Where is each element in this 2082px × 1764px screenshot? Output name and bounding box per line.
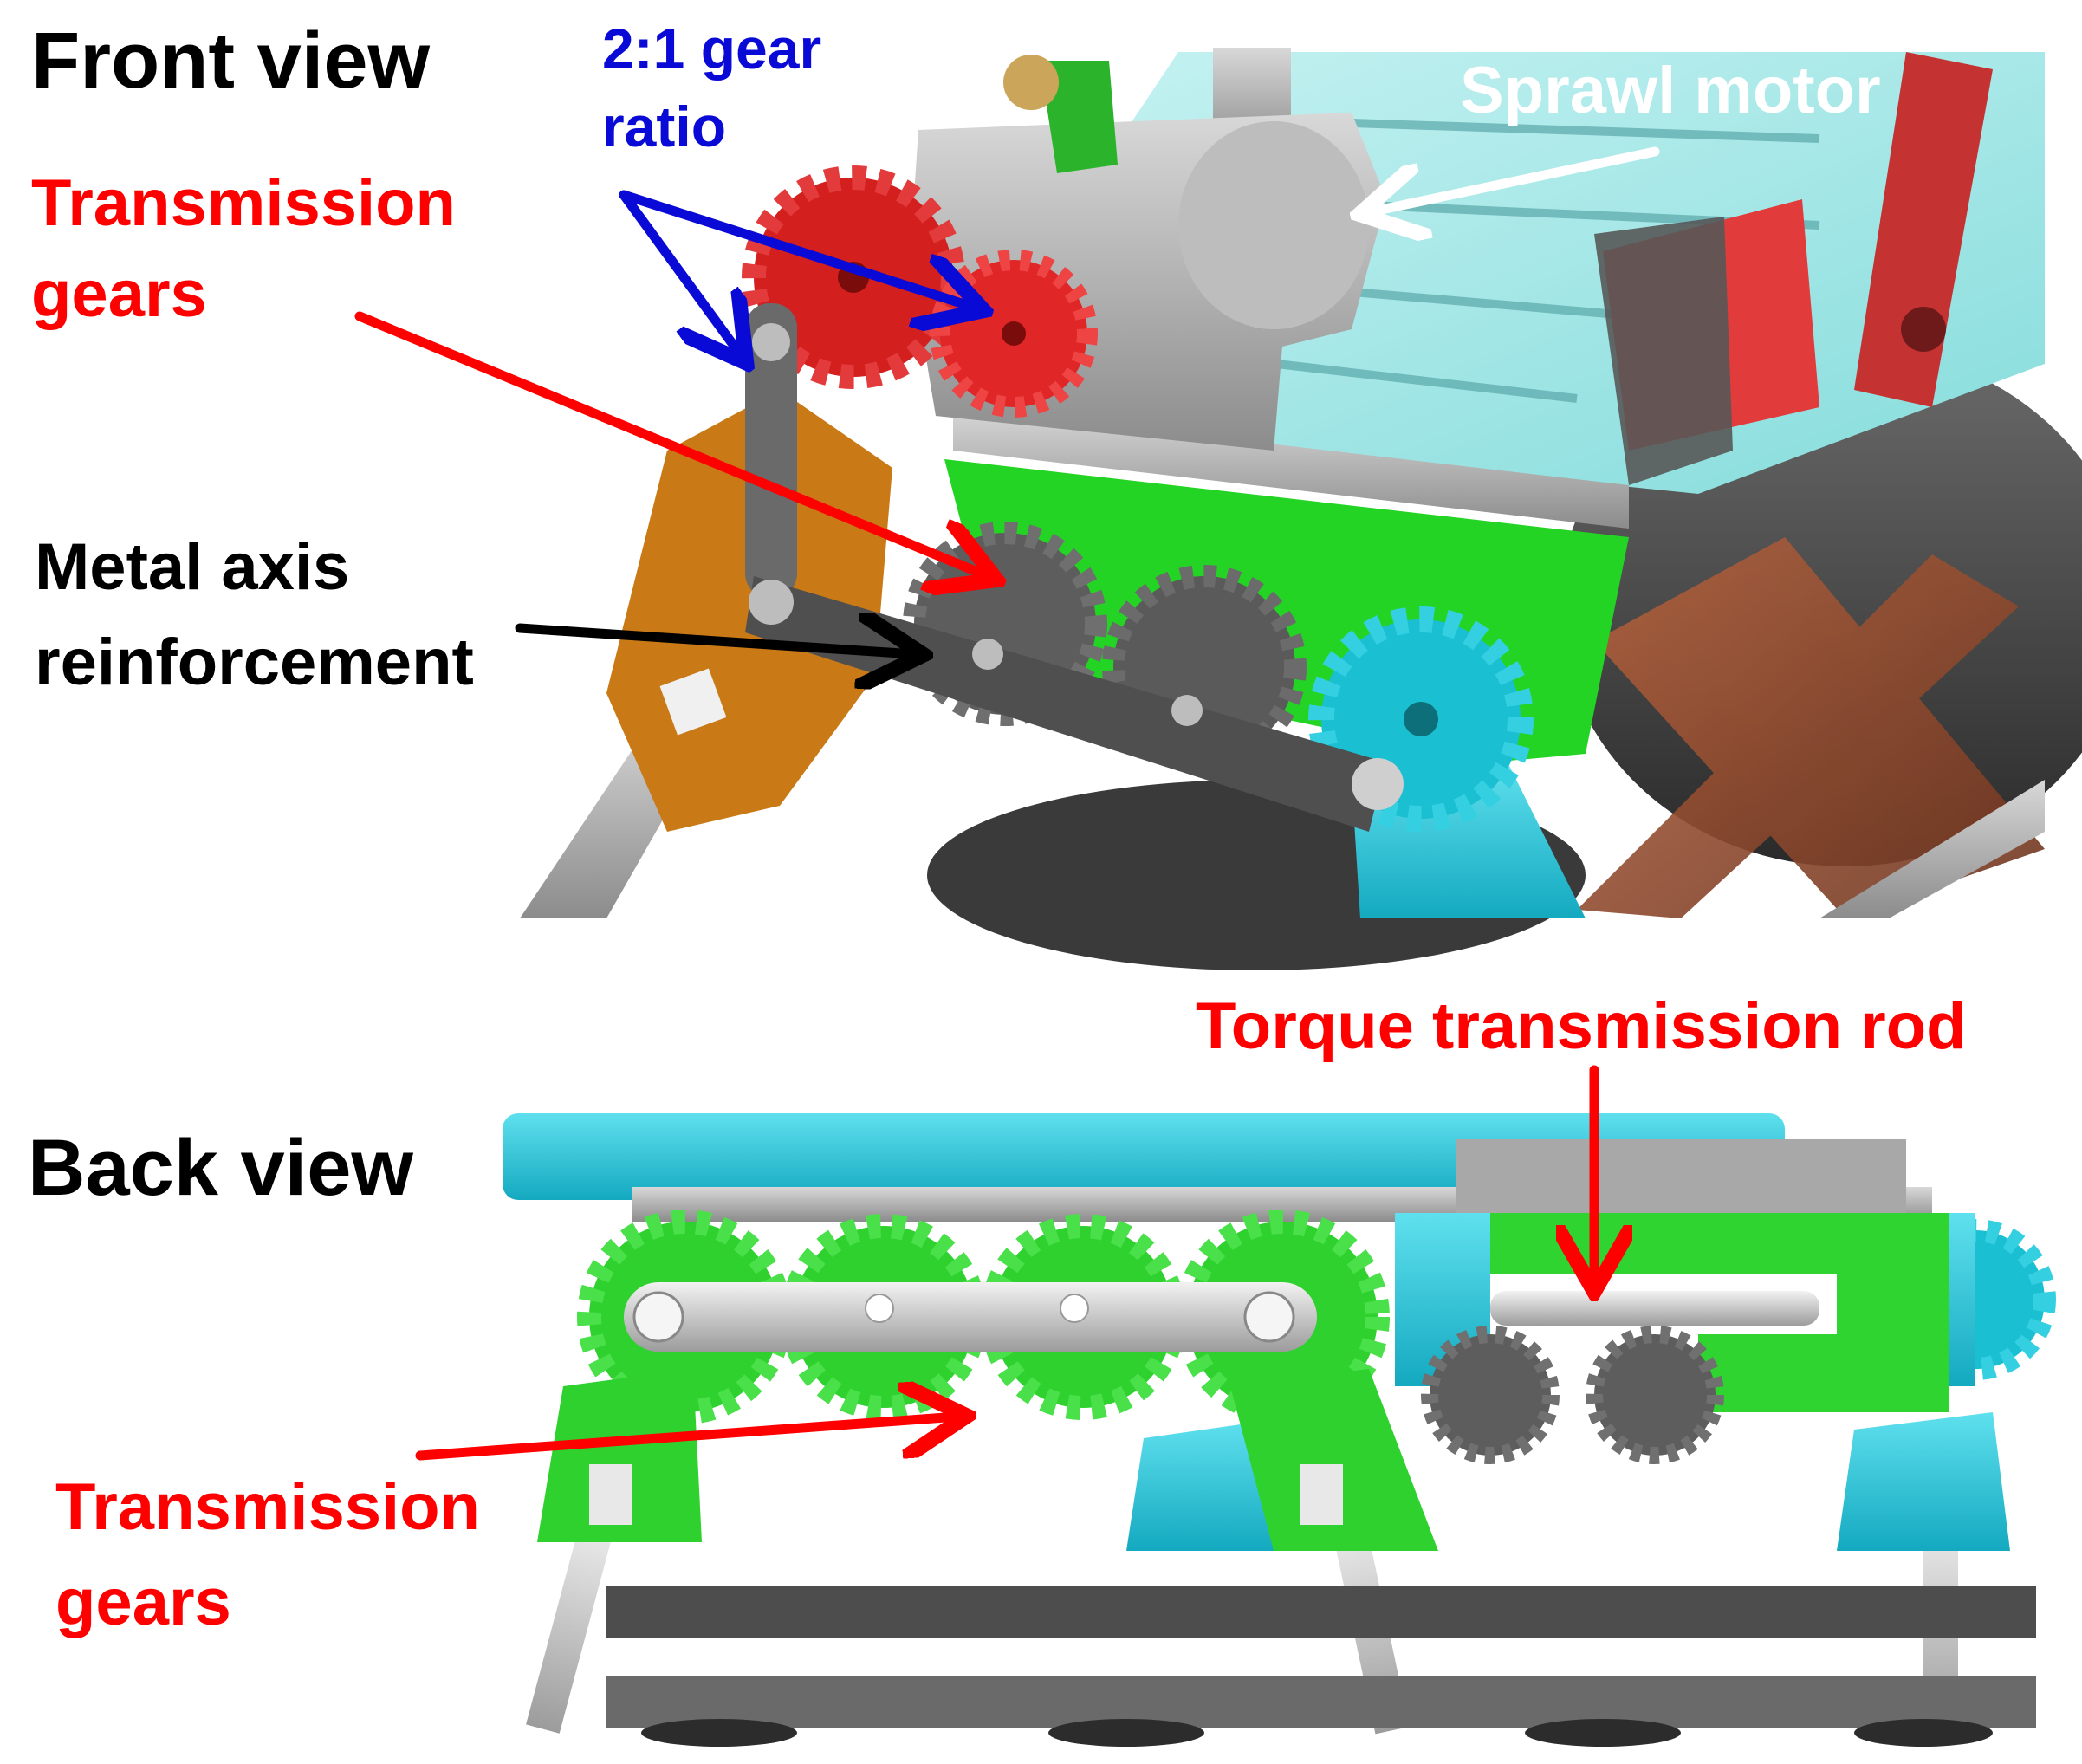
gray-gear-back-1 — [1421, 1326, 1560, 1464]
front-transmission-label-line1: Transmission — [31, 166, 456, 240]
gear-ratio-label-line2: ratio — [602, 94, 727, 159]
red-servo-horn — [1854, 52, 1993, 407]
back-bar-pin-2 — [865, 1294, 894, 1323]
cyan-leg-middle — [1126, 1421, 1282, 1551]
back-reinforcement-bar — [624, 1282, 1317, 1352]
front-view-render — [520, 48, 2082, 970]
servo-horn-hub — [1901, 307, 1946, 352]
back-wheels — [641, 1719, 1993, 1747]
back-view-title: Back view — [28, 1124, 413, 1212]
arrow-metal-axis — [515, 628, 914, 654]
side-rail — [953, 407, 1629, 529]
green-top-bracket — [1040, 61, 1118, 173]
back-crossbar — [606, 1586, 2036, 1638]
green-leg-right-slot — [1300, 1464, 1343, 1525]
arrow-sprawl-motor — [1369, 146, 1660, 212]
back-bar-pin-1 — [632, 1291, 684, 1343]
cyan-leg-far-right — [1837, 1412, 2010, 1551]
bottom-right-rail — [1819, 780, 2045, 918]
back-bar-pin-4 — [1243, 1291, 1295, 1343]
axis-pin-mid-1 — [972, 639, 1003, 670]
green-leg-right — [1230, 1369, 1438, 1551]
back-transmission-label-line1: Transmission — [55, 1470, 480, 1544]
axis-pin-left — [749, 580, 794, 625]
axis-pin-right — [1352, 758, 1404, 810]
callout-arrows — [354, 146, 1660, 1461]
servo-bracket — [1594, 217, 1733, 485]
back-view-render — [503, 1113, 2056, 1747]
gear-ratio-label-line1: 2:1 gear — [602, 16, 822, 81]
back-bar-pin-3 — [1060, 1294, 1089, 1323]
green-leg-left — [537, 1369, 702, 1542]
metal-axis-vertical-bar — [745, 303, 797, 598]
arrow-gear-ratio-to-large-gear — [619, 190, 975, 308]
arrow-gear-ratio-to-axis — [619, 190, 741, 355]
torque-transmission-rod-shaft — [1490, 1291, 1819, 1326]
back-rod-left — [526, 1507, 618, 1734]
back-transmission-label-line2: gears — [55, 1566, 231, 1639]
metal-axis-label-line1: Metal axis — [35, 530, 350, 604]
motor-cylinder — [1178, 121, 1369, 329]
red-gear-small — [930, 250, 1098, 418]
torque-rod-label: Torque transmission rod — [1196, 989, 1967, 1063]
gray-gear-back-2 — [1586, 1326, 1724, 1464]
orange-leg-slot — [659, 668, 727, 736]
yellow-knob — [1003, 55, 1059, 110]
front-transmission-label-line2: gears — [31, 257, 207, 331]
green-leg-left-slot — [589, 1464, 632, 1525]
arrow-transmission-front — [354, 311, 988, 576]
sprawl-motor-label: Sprawl motor — [1460, 54, 1881, 127]
front-view-title: Front view — [31, 16, 431, 105]
axis-pin-top — [752, 323, 790, 361]
arrow-transmission-back — [415, 1417, 957, 1461]
metal-axis-label-line2: reinforcement — [35, 626, 474, 699]
axis-pin-mid-2 — [1171, 695, 1203, 726]
copper-strut-assembly — [1577, 537, 2045, 918]
back-crossbar-lower — [606, 1676, 2036, 1728]
